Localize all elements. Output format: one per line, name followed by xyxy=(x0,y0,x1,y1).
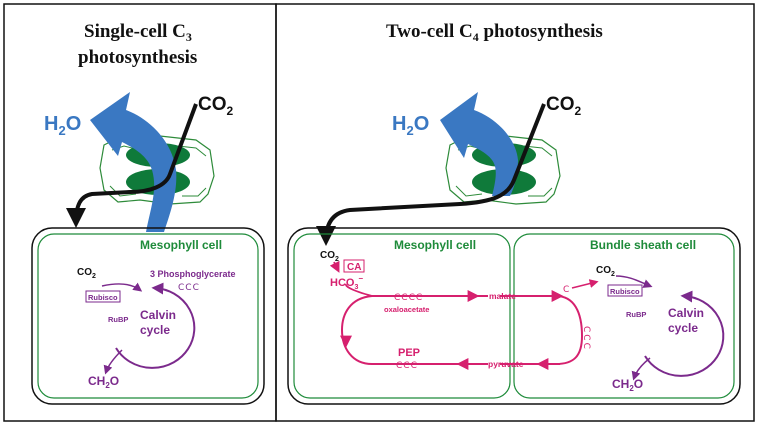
right-title-sub: 4 xyxy=(473,30,479,44)
left-h2o-end: O xyxy=(66,113,82,135)
right-ccc-vertical: CCC xyxy=(581,326,591,351)
right-calvin-1: Calvin xyxy=(668,306,704,320)
right-rubisco: Rubisco xyxy=(610,287,640,296)
left-h2o-main: H xyxy=(44,113,58,135)
right-bs-co2: CO xyxy=(596,265,611,276)
right-panel-frame xyxy=(275,3,755,422)
left-title-line2: photosynthesis xyxy=(78,47,197,68)
right-mesophyll-label: Mesophyll cell xyxy=(394,238,476,252)
left-cell-label: Mesophyll cell xyxy=(140,238,222,252)
right-h2o-sub: 2 xyxy=(406,123,413,138)
left-panel: Single-cell C3 photosynthesis H2O CO2 Me… xyxy=(31,21,265,405)
left-pga: 3 Phosphoglycerate xyxy=(150,269,236,279)
svg-text:CO2: CO2 xyxy=(546,94,582,118)
left-ch2o-a: CH xyxy=(88,374,105,388)
right-malate: malate xyxy=(489,291,516,301)
left-ch2o-sub: 2 xyxy=(105,381,110,390)
svg-text:CH2O: CH2O xyxy=(88,374,119,390)
svg-text:Single-cell C3: Single-cell C3 xyxy=(84,21,192,44)
right-ca: CA xyxy=(347,262,361,273)
left-rubisco: Rubisco xyxy=(88,293,118,302)
right-title-main: Two-cell C xyxy=(386,21,473,42)
right-cells-frame xyxy=(287,227,741,405)
left-co2-path xyxy=(66,103,198,228)
svg-text:HCO3−: HCO3− xyxy=(330,274,363,291)
left-calvin-cycle-arc xyxy=(115,282,196,369)
right-h2o-end: O xyxy=(414,113,430,135)
svg-text:H2O: H2O xyxy=(44,113,81,138)
right-ch2o-sub: 2 xyxy=(629,384,634,393)
left-h2o-sub: 2 xyxy=(58,123,65,138)
left-co2-main: CO xyxy=(198,94,227,115)
right-title-rest: photosynthesis xyxy=(479,21,603,42)
right-ch2o-b: O xyxy=(634,377,643,391)
svg-text:CO2: CO2 xyxy=(198,94,234,118)
left-pga-carbons: CCC xyxy=(178,283,200,293)
right-pep: PEP xyxy=(398,347,420,359)
svg-text:CO2: CO2 xyxy=(320,250,339,263)
right-co2-in-sub: 2 xyxy=(335,256,339,263)
right-oxaloacetate: oxaloacetate xyxy=(384,305,429,314)
left-ch2o-b: O xyxy=(110,374,119,388)
left-calvin-1: Calvin xyxy=(140,308,176,322)
left-rubp: RuBP xyxy=(108,315,128,324)
right-released-carbon: C xyxy=(563,285,569,295)
right-pep-carbons: CCC xyxy=(396,361,418,371)
right-hco3-a: HCO xyxy=(330,277,355,289)
right-pyruvate: pyruvate xyxy=(488,359,524,369)
right-oaa-carbons: CCCC xyxy=(394,293,423,303)
right-c4-loop xyxy=(340,295,584,365)
right-mesophyll-cell xyxy=(293,233,511,399)
right-ch2o-a: CH xyxy=(612,377,629,391)
right-h2o-arrow xyxy=(440,92,518,196)
right-co2-in: CO xyxy=(320,250,335,261)
right-co2-main: CO xyxy=(546,94,575,115)
right-calvin-2: cycle xyxy=(668,321,698,335)
svg-text:H2O: H2O xyxy=(392,113,429,138)
svg-text:CH2O: CH2O xyxy=(612,377,643,393)
left-co2-sub: 2 xyxy=(227,104,234,118)
svg-text:Two-cell C4 photosynthesis: Two-cell C4 photosynthesis xyxy=(386,21,603,44)
left-h2o-arrow xyxy=(90,92,177,232)
right-panel: Two-cell C4 photosynthesis H2O CO2 Mesop… xyxy=(287,21,741,405)
left-co2-in: CO xyxy=(77,267,92,278)
right-rubp: RuBP xyxy=(626,310,646,319)
right-bundle-label: Bundle sheath cell xyxy=(590,238,696,252)
left-co2-in-sub: 2 xyxy=(92,273,96,280)
svg-text:CO2: CO2 xyxy=(77,267,96,280)
right-hco3-sub: 3 xyxy=(354,284,358,291)
left-title-sub: 3 xyxy=(186,30,192,44)
left-calvin-2: cycle xyxy=(140,323,170,337)
right-co2-path xyxy=(316,103,546,246)
right-co2-sub: 2 xyxy=(575,104,582,118)
left-title-main: Single-cell C xyxy=(84,21,186,42)
right-hco3-sup: − xyxy=(358,274,363,283)
right-calvin-cycle-arc xyxy=(644,290,725,377)
left-mesophyll-cell xyxy=(31,227,265,405)
svg-text:CO2: CO2 xyxy=(596,265,615,278)
right-bs-co2-sub: 2 xyxy=(611,271,615,278)
right-h2o-main: H xyxy=(392,113,406,135)
right-bundle-sheath-cell xyxy=(513,233,735,399)
